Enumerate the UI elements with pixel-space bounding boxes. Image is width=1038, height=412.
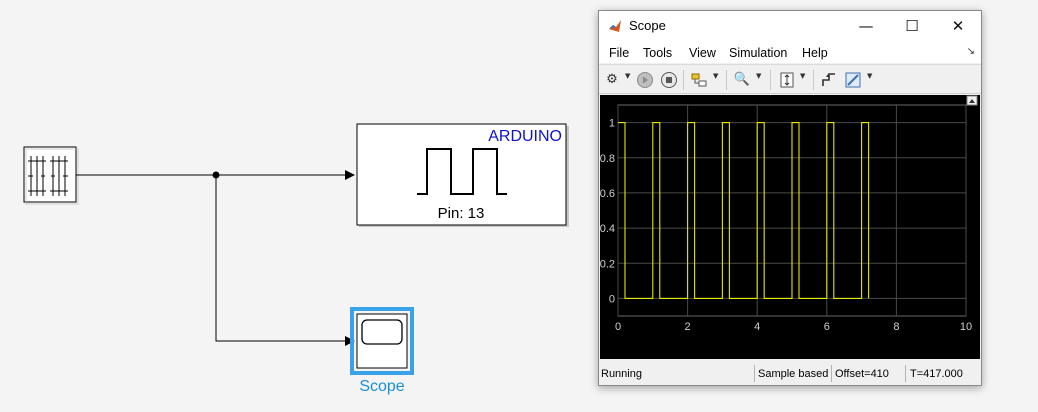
scope-plot-area[interactable]: 0 2 4 6 8 10 0 0.2 0.4 0.6 0.8 1: [600, 95, 980, 359]
signal-trace: [618, 122, 870, 299]
stop-icon[interactable]: [660, 71, 678, 89]
x-tick-label: 0: [615, 321, 621, 333]
model-canvas[interactable]: ARDUINO Pin: 13 Scope: [0, 0, 598, 412]
chevron-down-icon[interactable]: ▼: [800, 72, 806, 80]
expand-axes-icon[interactable]: [966, 95, 978, 106]
x-tick-label: 2: [685, 321, 691, 333]
scale-axes-icon[interactable]: [778, 71, 796, 89]
chevron-down-icon[interactable]: ▼: [625, 72, 631, 80]
chevron-down-icon[interactable]: ▼: [756, 72, 762, 80]
x-tick-label: 8: [893, 321, 899, 333]
y-tick-label: 1: [609, 118, 615, 130]
signal-lines[interactable]: [76, 170, 355, 346]
signal-source-block[interactable]: [23, 146, 79, 205]
scope-toolbar: ⚙ ▼ ▼ 🔍 ▼ ▼ ▼: [599, 64, 981, 94]
trigger-icon[interactable]: [820, 71, 838, 89]
dock-arrow-icon[interactable]: ↘: [966, 46, 975, 57]
close-button[interactable]: ✕: [951, 17, 965, 35]
pin-label: Pin: 13: [438, 205, 485, 222]
menu-simulation[interactable]: Simulation: [729, 46, 788, 60]
branch-point: [212, 171, 220, 179]
window-title: Scope: [629, 18, 666, 33]
status-state: Running: [601, 368, 642, 380]
status-bar: Running Sample based Offset=410 T=417.00…: [599, 363, 981, 385]
minimize-button[interactable]: —: [858, 17, 874, 35]
chevron-down-icon[interactable]: ▼: [867, 72, 873, 80]
x-tick-label: 4: [754, 321, 760, 333]
y-tick-label: 0.4: [600, 223, 615, 235]
gear-icon[interactable]: ⚙: [606, 72, 618, 87]
arduino-pin-block[interactable]: ARDUINO Pin: 13: [356, 123, 569, 227]
status-offset: Offset=410: [835, 368, 889, 380]
menu-tools[interactable]: Tools: [643, 46, 673, 60]
scope-screen-icon: [361, 319, 403, 345]
menu-view[interactable]: View: [689, 46, 716, 60]
matlab-icon: [609, 20, 621, 32]
menu-file[interactable]: File: [609, 46, 630, 60]
y-tick-label: 0: [609, 293, 615, 305]
y-tick-label: 0.2: [600, 258, 615, 270]
y-tick-label: 0.6: [600, 188, 615, 200]
chevron-down-icon[interactable]: ▼: [713, 72, 719, 80]
x-tick-label: 6: [824, 321, 830, 333]
status-sample-mode: Sample based: [758, 368, 829, 380]
x-tick-label: 10: [960, 321, 972, 333]
menu-help[interactable]: Help: [802, 46, 828, 60]
scope-chart[interactable]: 0 2 4 6 8 10 0 0.2 0.4 0.6 0.8 1: [600, 95, 980, 359]
arduino-title: ARDUINO: [488, 128, 562, 145]
square-wave-icon: [417, 148, 507, 195]
tick-labels: 0 2 4 6 8 10 0 0.2 0.4 0.6 0.8 1: [600, 118, 972, 333]
highlight-icon[interactable]: [844, 71, 862, 89]
signal-select-icon[interactable]: [690, 71, 708, 89]
scope-titlebar[interactable]: Scope — ☐ ✕: [599, 11, 981, 41]
scope-window[interactable]: Scope — ☐ ✕ File Tools View Simulation H…: [598, 10, 982, 386]
scope-block[interactable]: Scope: [350, 307, 414, 395]
menu-bar: File Tools View Simulation Help ↘: [599, 41, 981, 63]
zoom-icon[interactable]: 🔍: [733, 72, 751, 87]
status-time: T=417.000: [910, 368, 963, 380]
run-icon[interactable]: [636, 71, 654, 89]
scope-block-label: Scope: [359, 378, 404, 395]
signal-builder-icon: [28, 156, 68, 196]
y-tick-label: 0.8: [600, 153, 615, 165]
maximize-button[interactable]: ☐: [905, 17, 919, 35]
